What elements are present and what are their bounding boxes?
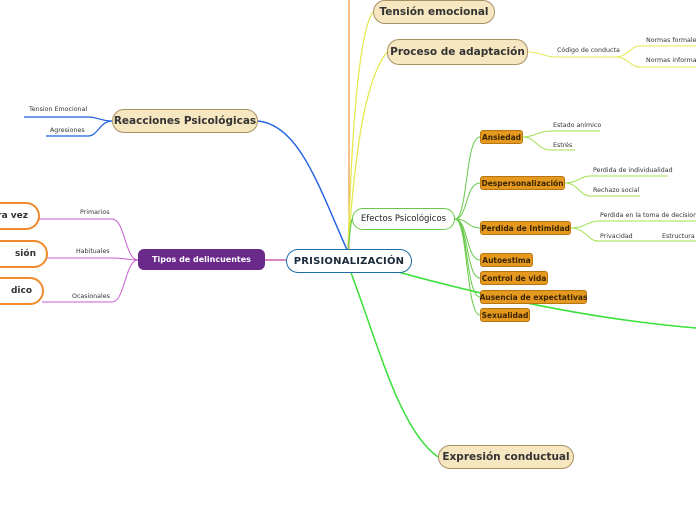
node-ansiedad[interactable]: Ansiedad: [480, 130, 523, 144]
label-normas-formales[interactable]: Normas formales: [646, 37, 696, 44]
link-central-expresion: [349, 269, 439, 458]
label-rechazo-social[interactable]: Rechazo social: [593, 187, 640, 194]
node-autoestima[interactable]: Autoestima: [480, 253, 533, 267]
link-efectos-sexualidad: [454, 218, 481, 316]
link-tipos-habituales: [72, 257, 139, 261]
node-prisionalizacion[interactable]: PRISIONALIZACIÓN: [286, 249, 412, 273]
link-ansiedad-estres: [522, 136, 575, 151]
node-tipos-delincuentes[interactable]: Tipos de delincuentes: [138, 249, 265, 270]
node-sexualidad[interactable]: Sexualidad: [480, 308, 530, 322]
link-central-tension: [347, 11, 374, 251]
link-central-reacciones: [257, 120, 349, 253]
node-proceso-adaptacion[interactable]: Proceso de adaptación: [387, 39, 528, 65]
link-efectos-autoestima: [454, 218, 481, 261]
link-proceso-codigo: [527, 51, 615, 58]
link-tipos-ocasionales: [68, 259, 139, 303]
label-ocasionales[interactable]: Ocasionales: [72, 293, 110, 300]
label-normas-informales[interactable]: Normas informales: [646, 57, 696, 64]
node-control-vida[interactable]: Control de vida: [480, 271, 548, 285]
link-despers-rechazo: [564, 182, 640, 197]
label-toma-decisiones[interactable]: Perdida en la toma de decisiones: [600, 212, 696, 219]
label-estructura[interactable]: Estructura d: [662, 233, 696, 240]
label-estres[interactable]: Estrés: [553, 142, 573, 149]
link-codigo-formales: [614, 45, 696, 58]
node-expresion-conductual[interactable]: Expresión conductual: [438, 445, 574, 469]
link-despers-individualidad: [564, 175, 668, 184]
link-ansiedad-estado: [522, 130, 600, 138]
link-tipos-primarios: [72, 218, 139, 261]
cloud-reclusion[interactable]: sión: [0, 240, 48, 268]
cloud-periodico[interactable]: dico: [0, 277, 44, 305]
node-tension-emocional[interactable]: Tensión emocional: [373, 0, 495, 24]
label-perdida-individualidad[interactable]: Perdida de individualidad: [593, 167, 673, 174]
link-codigo-informales: [614, 56, 696, 68]
node-reacciones-psicologicas[interactable]: Reacciones Psicológicas: [112, 109, 258, 133]
cloud-primera-vez[interactable]: ra vez: [0, 202, 40, 230]
node-ausencia-expectativas[interactable]: Ausencia de expectativas: [480, 290, 587, 304]
link-reacciones-tension: [24, 116, 113, 122]
link-central-right: [397, 271, 696, 329]
label-tension-emocional-small[interactable]: Tension Emocional: [29, 106, 88, 113]
link-reacciones-agresiones: [46, 120, 113, 137]
label-agresiones[interactable]: Agresiones: [50, 127, 85, 134]
link-central-efectos: [347, 218, 353, 251]
label-estado-animico[interactable]: Estado anímico: [553, 122, 602, 129]
label-privacidad[interactable]: Privacidad: [600, 233, 633, 240]
link-intimidad-privacidad: [570, 227, 660, 242]
label-codigo-conducta[interactable]: Código de conducta: [557, 47, 620, 54]
node-perdida-intimidad[interactable]: Perdida de Intimidad: [480, 221, 571, 235]
label-primarios[interactable]: Primarios: [80, 209, 110, 216]
node-despersonalizacion[interactable]: Despersonalización: [480, 176, 565, 190]
link-efectos-ansiedad: [454, 136, 481, 220]
label-habituales[interactable]: Habituales: [76, 248, 110, 255]
link-efectos-ausencia: [454, 218, 481, 298]
link-intimidad-decisiones: [570, 220, 696, 229]
node-efectos-psicologicos[interactable]: Efectos Psicológicos: [352, 208, 455, 230]
link-efectos-despers: [454, 182, 481, 220]
link-central-proceso: [347, 51, 388, 251]
